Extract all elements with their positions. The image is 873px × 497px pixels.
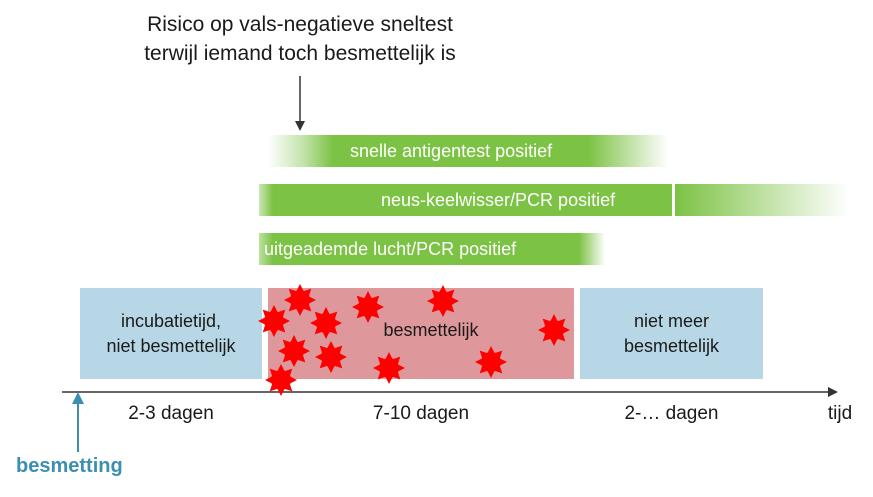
virus-icon (265, 364, 297, 396)
phase-incubation-line-1: incubatietijd, (120, 310, 222, 331)
duration-after: 2-… dagen (624, 403, 719, 424)
duration-incubation: 2-3 dagen (128, 403, 214, 424)
bar-antigen-test: snelle antigentest positief (268, 135, 668, 167)
diagram-title: Risico op vals-negatieve sneltest terwij… (80, 10, 520, 68)
infection-label: besmetting (16, 455, 123, 477)
virus-icon (352, 291, 384, 323)
title-line-1: Risico op vals-negatieve sneltest (147, 13, 453, 36)
phase-not-infectious-line-2: besmettelijk (623, 335, 720, 356)
phase-not-infectious: niet meer besmettelijk (580, 288, 763, 379)
axis-label-time: tijd (827, 403, 853, 424)
bar-breath-test: uitgeademde lucht/PCR positief (259, 233, 605, 265)
title-line-2: terwijl iemand toch besmettelijk is (144, 42, 456, 65)
virus-icon (278, 335, 310, 367)
phase-incubation-line-2: niet besmettelijk (106, 335, 236, 356)
virus-icon (475, 346, 507, 378)
bar-antigen-label: snelle antigentest positief (350, 140, 553, 161)
phase-infectious-label: besmettelijk (383, 320, 479, 340)
bar-pcr-swab: neus-keelwisser/PCR positief (259, 184, 849, 216)
bar-pcr-swab-label: neus-keelwisser/PCR positief (381, 189, 616, 210)
virus-icon (284, 284, 316, 316)
phase-not-infectious-line-1: niet meer (633, 310, 710, 331)
phase-infectious: besmettelijk (268, 288, 574, 379)
virus-icon (538, 314, 570, 346)
duration-infectious: 7-10 dagen (372, 403, 470, 424)
phase-incubation: incubatietijd, niet besmettelijk (80, 288, 262, 379)
virus-icon (310, 307, 342, 339)
bar-breath-label: uitgeademde lucht/PCR positief (264, 238, 517, 259)
virus-icon (258, 305, 290, 337)
virus-icon (427, 285, 459, 317)
virus-icon (373, 352, 405, 384)
virus-icon (315, 341, 347, 373)
